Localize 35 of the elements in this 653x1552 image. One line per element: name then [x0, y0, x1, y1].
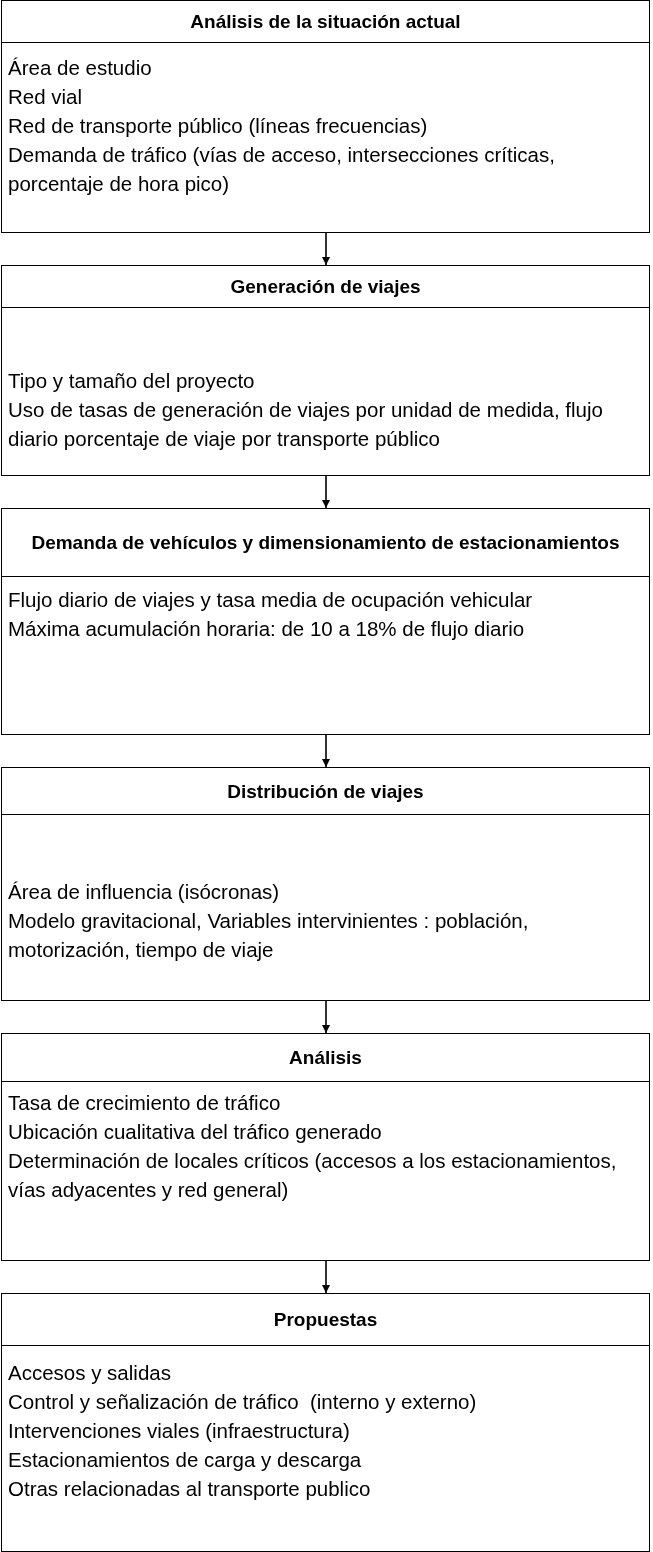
list-item: Red vial — [8, 84, 84, 110]
list-item: Ubicación cualitativa del tráfico generado — [8, 1119, 383, 1145]
list-item: Demanda de tráfico (vías de acceso, intersecciones críticas, porcentaje de hora pico) — [8, 142, 556, 197]
list-item: Área de influencia (isócronas) — [8, 879, 281, 905]
process-box — [1, 1033, 650, 1261]
step-heading: Análisis de la situación actual — [190, 10, 461, 34]
step-heading: Generación de viajes — [230, 275, 421, 299]
list-item: Accesos y salidas — [8, 1360, 172, 1386]
list-item: Tipo y tamaño del proyecto — [8, 368, 256, 394]
process-box — [1, 767, 650, 1001]
process-box — [1, 0, 650, 233]
list-item: Control y señalización de tráfico (interno y externo) — [8, 1389, 478, 1415]
list-item: Intervenciones viales (infraestructura) — [8, 1418, 351, 1444]
list-item: Uso de tasas de generación de viajes por unidad de medida, flujo diario porcentaje de viaje por transporte público — [8, 397, 604, 452]
list-item: Otras relacionadas al transporte publico — [8, 1476, 372, 1502]
arrow — [322, 232, 330, 266]
arrow — [322, 1000, 330, 1034]
arrow — [322, 1260, 330, 1294]
list-item: Tasa de crecimiento de tráfico — [8, 1090, 282, 1116]
process-box — [1, 508, 650, 735]
step-heading: Demanda de vehículos y dimensionamiento de estacionamientos — [31, 531, 620, 555]
list-item: Modelo gravitacional, Variables intervinientes : población, motorización, tiempo de viaje — [8, 908, 530, 963]
process-box — [1, 1293, 650, 1552]
list-item: Determinación de locales críticos (accesos a los estacionamientos, vías adyacentes y red general) — [8, 1148, 618, 1203]
list-item: Máxima acumulación horaria: de 10 a 18% de flujo diario — [8, 616, 526, 642]
arrow — [322, 734, 330, 768]
list-item: Flujo diario de viajes y tasa media de ocupación vehicular — [8, 587, 534, 613]
arrow — [322, 475, 330, 509]
list-item: Área de estudio — [8, 55, 153, 81]
list-item: Red de transporte público (líneas frecuencias) — [8, 113, 429, 139]
list-item: Estacionamientos de carga y descarga — [8, 1447, 363, 1473]
step-heading: Propuestas — [273, 1308, 378, 1332]
step-heading: Distribución de viajes — [227, 779, 424, 804]
step-heading: Análisis — [289, 1046, 362, 1070]
process-box — [1, 265, 650, 476]
